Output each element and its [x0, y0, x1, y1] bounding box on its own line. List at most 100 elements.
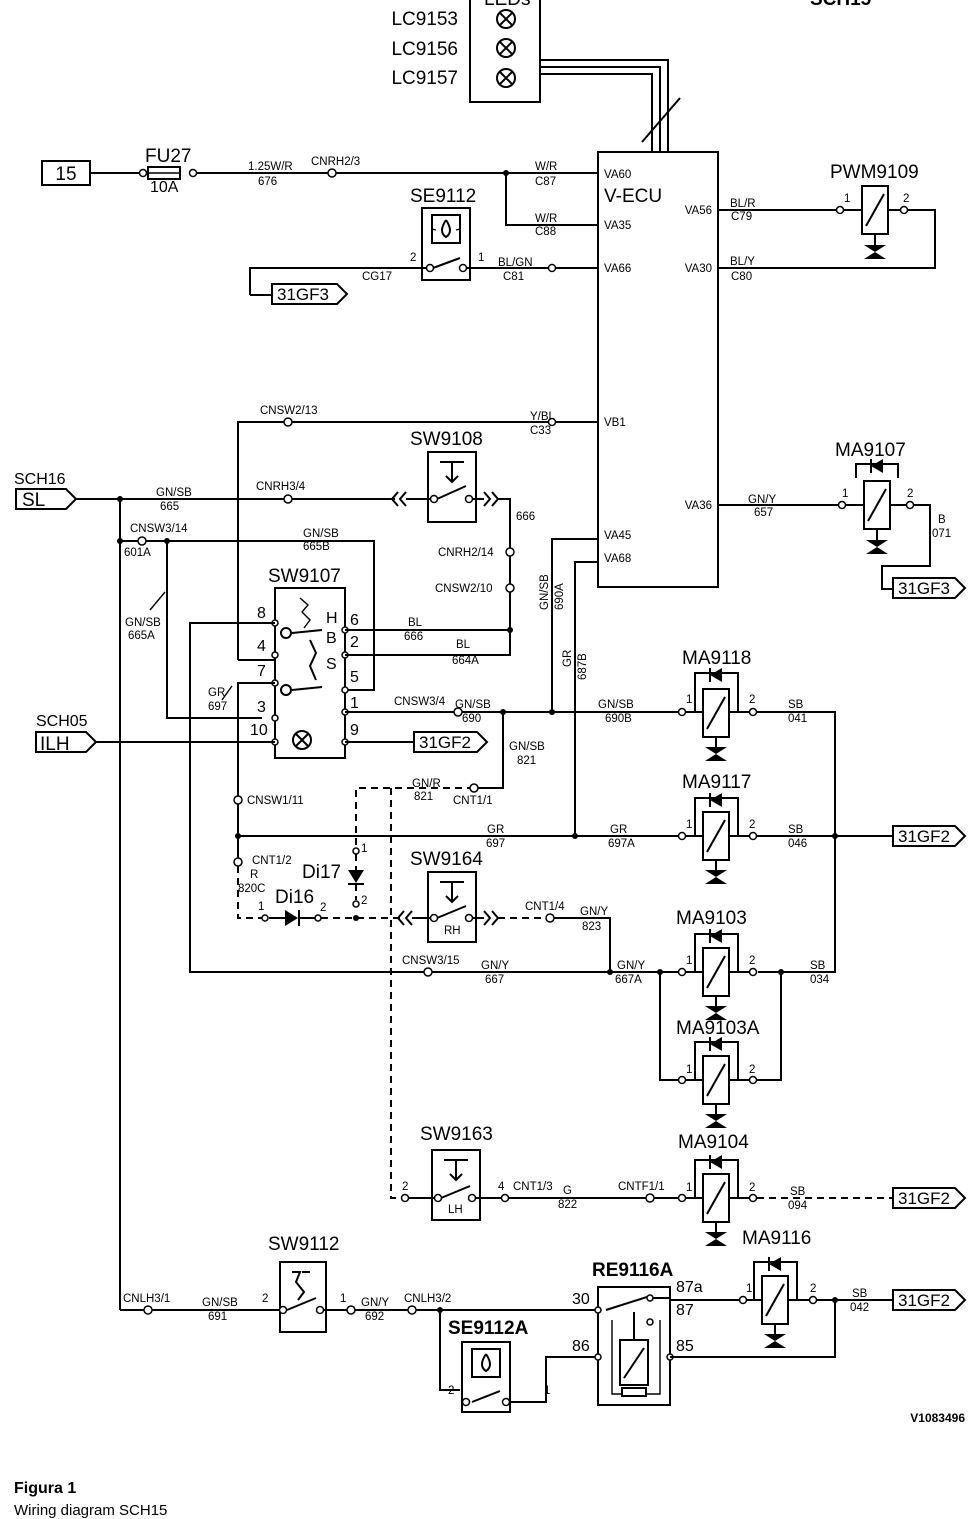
wire-690a-color: GN/SB — [539, 574, 551, 610]
sw9163-pushbutton-icon — [431, 1149, 481, 1221]
sw9112-pin1: 1 — [340, 1293, 346, 1305]
connector-cnsw1-11: CNSW1/11 — [247, 795, 304, 807]
re9116a-relay-icon — [597, 1286, 671, 1406]
wire-690b-color: GN/SB — [598, 699, 634, 711]
ref-31gf2-ma9116 — [892, 1289, 967, 1311]
ref-31gf2-ilh-label: 31GF2 — [419, 733, 471, 752]
ma9117-pin1: 1 — [686, 819, 692, 831]
wire-821-gnsb-color: GN/SB — [509, 741, 545, 753]
wire-697-gr-color: GR — [487, 824, 504, 836]
wire-657-color: GN/Y — [748, 494, 776, 506]
sw9107-letter-h: H — [326, 610, 338, 627]
sw9107-pin3: 3 — [257, 699, 266, 716]
ma9104-label: MA9104 — [678, 1132, 749, 1153]
connector-cnsw2-13: CNSW2/13 — [260, 405, 318, 417]
caption-title: Figura 1 — [14, 1480, 77, 1497]
wire-657-num: 657 — [754, 507, 773, 519]
wire-697-gr-num: 697 — [486, 838, 505, 850]
ma9103-valve-icon — [694, 929, 739, 1020]
ref-31gf2-ma9104-label: 31GF2 — [898, 1189, 950, 1208]
sw9107-pin6: 6 — [350, 612, 359, 629]
sw9164-rh: RH — [444, 925, 461, 937]
connector-cnsw3-4: CNSW3/4 — [394, 696, 446, 708]
wire-042-color: SB — [852, 1288, 868, 1300]
ref-31gf3-ma9107 — [892, 577, 967, 599]
sw9107-label: SW9107 — [268, 566, 341, 587]
connector-cnt1-4: CNT1/4 — [525, 901, 565, 913]
sw9164-pushbutton-icon — [427, 871, 477, 943]
sw9112-label: SW9112 — [268, 1234, 339, 1255]
sw9107-pin7: 7 — [257, 663, 266, 680]
ma9118-label: MA9118 — [682, 648, 751, 669]
sw9107-switch-icon — [274, 587, 346, 759]
ecu-pin-vb1: VB1 — [604, 417, 626, 429]
sw9112-pin2: 2 — [262, 1293, 268, 1305]
ecu-pin-va68: VA68 — [604, 553, 631, 565]
sw9107-pin1: 1 — [350, 695, 359, 712]
ref-sl-label: SL — [22, 490, 45, 511]
sw9107-pin8: 8 — [257, 605, 266, 622]
ref-ilh-box — [35, 731, 98, 753]
ecu-pin-va60: VA60 — [604, 169, 631, 181]
ma9118-pin2: 2 — [749, 694, 755, 706]
figure-id: V1083496 — [910, 1411, 965, 1425]
ecu-pin-va35: VA35 — [604, 220, 631, 232]
wire-690-color: GN/SB — [455, 699, 491, 711]
sw9108-label: SW9108 — [410, 429, 483, 450]
ecu-pin-va30: VA30 — [685, 263, 712, 275]
connector-cnt1-3: CNT1/3 — [513, 1181, 553, 1193]
ma9103-pin2: 2 — [749, 955, 755, 967]
ref-31gf2-ma9104 — [892, 1187, 967, 1209]
di17-diode-icon — [348, 847, 364, 908]
ref-31gf3-top-label: 31GF3 — [277, 285, 329, 304]
wire-821-gnr-color: GN/R — [412, 778, 441, 790]
wire-821-gnr-num: 821 — [414, 791, 433, 803]
ma9103-label: MA9103 — [676, 908, 747, 929]
wire-c87-num: C87 — [535, 176, 556, 188]
re9116a-pin85: 85 — [676, 1338, 694, 1355]
wire-823-color: GN/Y — [580, 906, 608, 918]
ma9117-pin2: 2 — [749, 819, 755, 831]
wire-691-color: GN/SB — [202, 1297, 238, 1309]
caption-subtitle: Wiring diagram SCH15 — [14, 1502, 168, 1519]
v-ecu-name: V-ECU — [604, 186, 662, 207]
wire-687b-num: 687B — [577, 653, 589, 680]
wire-666-color: BL — [408, 617, 423, 629]
fuse-rating: 10A — [150, 179, 179, 196]
ecu-pin-va66: VA66 — [604, 263, 631, 275]
se9112-label: SE9112 — [410, 186, 476, 207]
wire-c79-num: C79 — [731, 211, 752, 223]
wire-665b-color: GN/SB — [303, 528, 339, 540]
wire-687b-color: GR — [562, 650, 574, 667]
se9112-pin2: 2 — [410, 252, 416, 264]
wire-c81-num: C81 — [503, 271, 524, 283]
pwm9109-solenoid-icon — [844, 185, 900, 259]
connector-cnrh2-14: CNRH2/14 — [438, 547, 494, 559]
sw9107-pin4: 4 — [257, 638, 266, 655]
di16-pin1: 1 — [258, 901, 264, 913]
connector-cnsw3-15: CNSW3/15 — [402, 955, 460, 967]
se9112-sensor-icon — [421, 207, 471, 281]
wire-665-color: GN/SB — [156, 487, 192, 499]
wire-697a-color: GR — [610, 824, 627, 836]
wire-676-num: 676 — [258, 176, 277, 188]
wire-094-num: 094 — [788, 1200, 808, 1212]
wire-822-color: G — [563, 1185, 572, 1197]
connector-cnrh3-4: CNRH3/4 — [256, 481, 306, 493]
ma9107-pin1: 1 — [842, 488, 848, 500]
di17-pin1: 1 — [361, 843, 367, 855]
led-lamp-icon — [496, 9, 516, 88]
wire-071-color: B — [938, 514, 946, 526]
wire-c79-color: BL/R — [730, 198, 756, 210]
ma9103a-valve-icon — [694, 1037, 739, 1128]
ref-sch05: SCH05 — [36, 713, 88, 730]
wire-c88-num: C88 — [535, 226, 556, 238]
sw9163-lh: LH — [448, 1204, 463, 1216]
ma9116-valve-icon — [753, 1257, 798, 1348]
ref-31gf2-ilh — [413, 731, 489, 753]
se9112a-label: SE9112A — [448, 1318, 529, 1339]
ref-sch16: SCH16 — [14, 471, 66, 488]
wire-c33-num: C33 — [530, 425, 551, 437]
wire-034-color: SB — [810, 960, 826, 972]
re9116a-pin87: 87 — [676, 1302, 694, 1319]
